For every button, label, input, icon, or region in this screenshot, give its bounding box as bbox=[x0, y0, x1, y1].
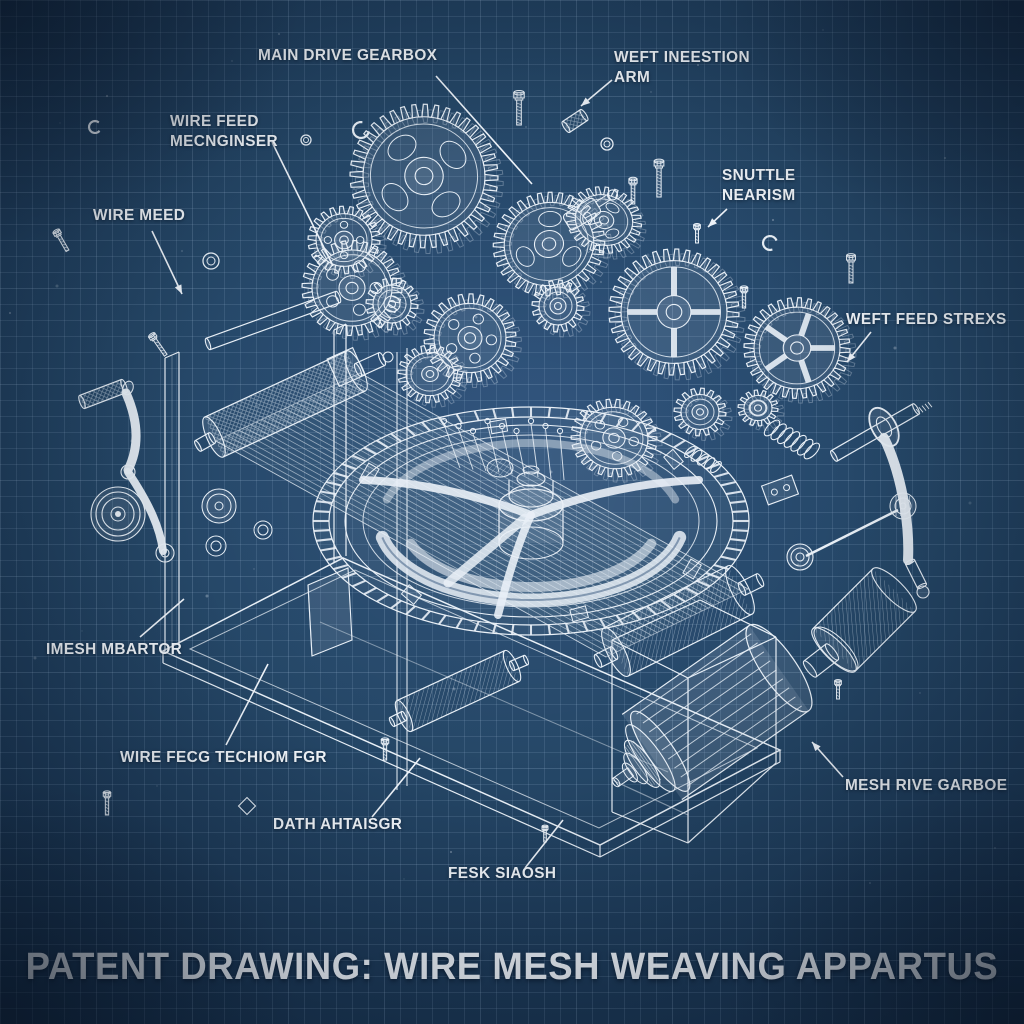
ring-gear-assembly bbox=[312, 406, 750, 636]
drawing-title: PATENT DRAWING: WIRE MESH WEAVING APPART… bbox=[25, 946, 999, 988]
leader-line-wire-fecg-techiom-fgr bbox=[225, 663, 269, 746]
leader-arrowhead bbox=[174, 284, 182, 294]
leader-line-wire-feed-mecnginser bbox=[271, 141, 334, 267]
leader-line-wire-meed bbox=[151, 230, 183, 295]
leader-line-imesh-mbartor bbox=[139, 598, 185, 638]
